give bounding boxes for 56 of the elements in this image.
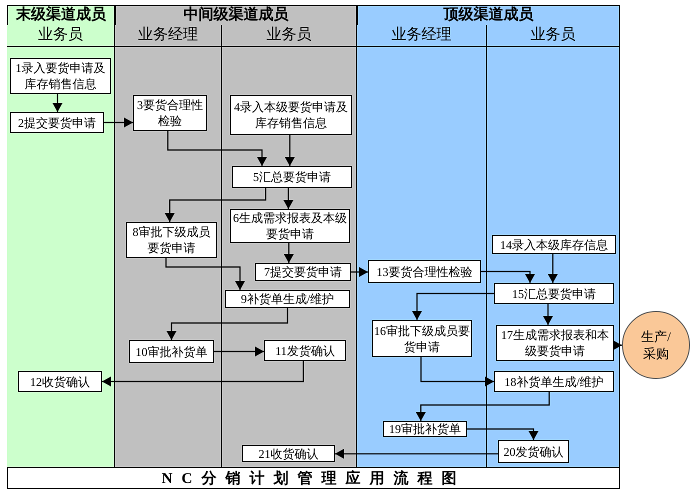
arrow: [167, 131, 267, 166]
arrow: [613, 340, 622, 350]
process-box: 1录入要货申请及库存销售信息: [10, 58, 111, 94]
swimlane-pool: [115, 5, 357, 468]
process-box: 15汇总要货申请: [494, 283, 614, 304]
arrow: [335, 448, 498, 459]
process-box: 4录入本级要货申请及库存销售信息: [230, 95, 352, 135]
process-box: 20发货确认: [498, 440, 569, 463]
arrow: [416, 392, 550, 421]
arrow: [164, 188, 266, 222]
arrow: [481, 270, 535, 283]
lane-heading: 业务员: [266, 27, 312, 43]
process-box: 13要货合理性检验: [368, 260, 481, 283]
diagram-title: NC分销计划管理应用流程图: [162, 469, 466, 488]
terminal-circle: 生产/采购: [622, 311, 690, 379]
process-box: 12收货确认: [18, 371, 102, 392]
lane-heading: 业务经理: [392, 27, 452, 43]
arrow: [351, 267, 368, 277]
pool-heading: 中间级渠道成员: [184, 7, 288, 23]
process-box: 16审批下级成员要货申请: [372, 320, 472, 357]
arrow: [104, 118, 133, 128]
arrow: [283, 188, 294, 209]
process-box: 9补货单生成/维护: [225, 290, 350, 308]
arrow: [412, 292, 494, 320]
swimlane-lane: [115, 25, 222, 467]
swimlane-pool: [357, 5, 620, 468]
process-box: 5汇总要货申请: [232, 166, 352, 188]
process-box: 21收货确认: [242, 445, 335, 462]
process-box: 19审批补货单: [383, 421, 467, 437]
arrow: [52, 94, 62, 112]
lane-heading: 业务员: [530, 27, 576, 43]
arrow: [102, 361, 304, 386]
pool-heading: 末级渠道成员: [16, 7, 106, 23]
process-box: 11发货确认: [264, 340, 346, 361]
process-box: 8审批下级成员要货申请: [126, 222, 217, 258]
arrow: [467, 428, 538, 440]
process-box: 18补货单生成/维护: [494, 371, 614, 392]
lane-heading: 业务员: [38, 27, 83, 43]
arrow: [165, 258, 245, 290]
process-box: 6生成需求报表及本级要货申请: [230, 209, 350, 243]
arrow: [284, 243, 294, 263]
arrow: [420, 357, 494, 386]
process-box: 3要货合理性检验: [133, 95, 207, 131]
process-box: 17生成需求报表和本级要货申请: [496, 325, 614, 361]
arrow: [214, 346, 264, 356]
swimlane-lane: [357, 25, 487, 467]
process-box: 7提交要货申请: [255, 263, 351, 281]
arrow: [548, 254, 558, 283]
lane-heading: 业务经理: [138, 27, 198, 43]
process-box: 10审批补货单: [129, 340, 214, 363]
arrow: [543, 304, 553, 325]
process-box: 14录入本级库存信息: [492, 235, 616, 254]
pool-heading: 顶级渠道成员: [444, 7, 534, 23]
process-box: 2提交要货申请: [10, 112, 104, 133]
arrow: [166, 308, 288, 340]
arrow: [284, 135, 295, 166]
